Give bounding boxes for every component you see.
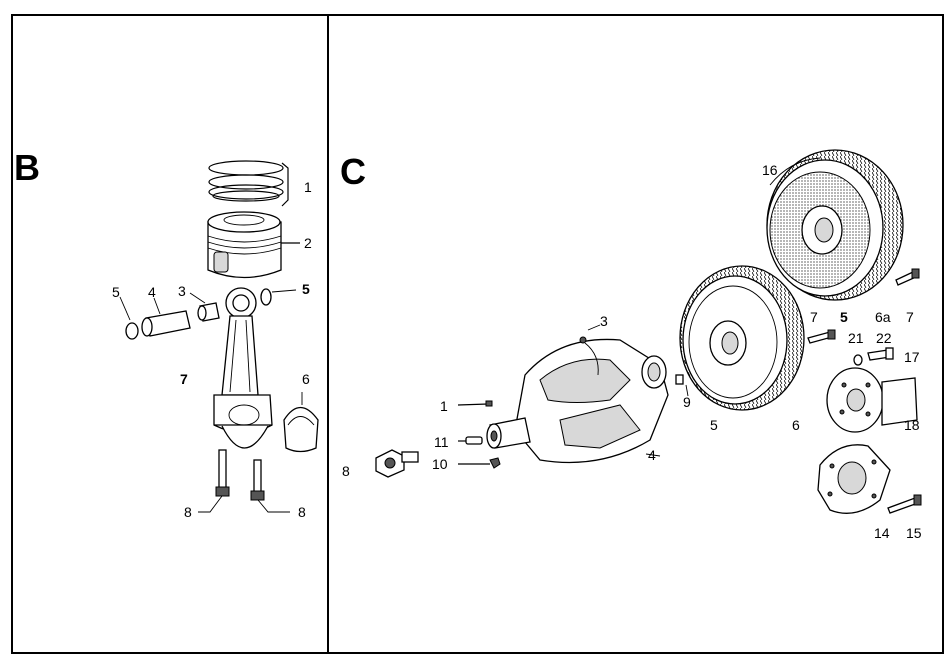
c-label-5-top: 5	[840, 309, 848, 325]
flange-14	[818, 445, 921, 513]
c-label-22: 22	[876, 330, 892, 346]
bearing-shells	[284, 392, 318, 452]
c-label-10: 10	[432, 456, 448, 472]
c-label-17: 17	[904, 349, 920, 365]
b-label-2: 2	[304, 235, 312, 251]
b-label-8-left: 8	[184, 504, 192, 520]
c-label-7-right: 7	[906, 309, 914, 325]
c-label-16: 16	[762, 162, 778, 178]
crankshaft	[487, 337, 668, 463]
connecting-rod	[214, 288, 272, 448]
piston	[208, 212, 300, 278]
b-label-5-right: 5	[302, 281, 310, 297]
b-label-3: 3	[178, 283, 186, 299]
panel-b-title: B	[14, 147, 40, 188]
b-label-1: 1	[304, 179, 312, 195]
panel-c: C	[340, 150, 922, 541]
flywheel-6	[680, 266, 804, 410]
rod-bolts	[198, 450, 290, 512]
c-label-14: 14	[874, 525, 890, 541]
piston-pin-parts	[120, 289, 296, 339]
c-label-6: 6	[792, 417, 800, 433]
c-label-8: 8	[342, 463, 350, 479]
b-label-4: 4	[148, 284, 156, 300]
b-label-8-right: 8	[298, 504, 306, 520]
c-label-5-bottom: 5	[710, 417, 718, 433]
c-label-15: 15	[906, 525, 922, 541]
piston-rings	[209, 161, 288, 206]
panel-c-title: C	[340, 151, 366, 192]
c-label-21: 21	[848, 330, 864, 346]
b-label-5-left: 5	[112, 284, 120, 300]
c-label-3: 3	[600, 313, 608, 329]
c-label-18: 18	[904, 417, 920, 433]
b-label-6: 6	[302, 371, 310, 387]
c-label-6a: 6a	[875, 309, 891, 325]
flywheel-16	[767, 150, 903, 300]
c-label-1: 1	[440, 398, 448, 414]
b-label-7: 7	[180, 371, 188, 387]
panel-b: B	[14, 147, 318, 520]
c-label-4: 4	[648, 447, 656, 463]
c-label-11: 11	[434, 434, 449, 450]
c-label-9: 9	[683, 394, 691, 410]
c-label-7-left: 7	[810, 309, 818, 325]
